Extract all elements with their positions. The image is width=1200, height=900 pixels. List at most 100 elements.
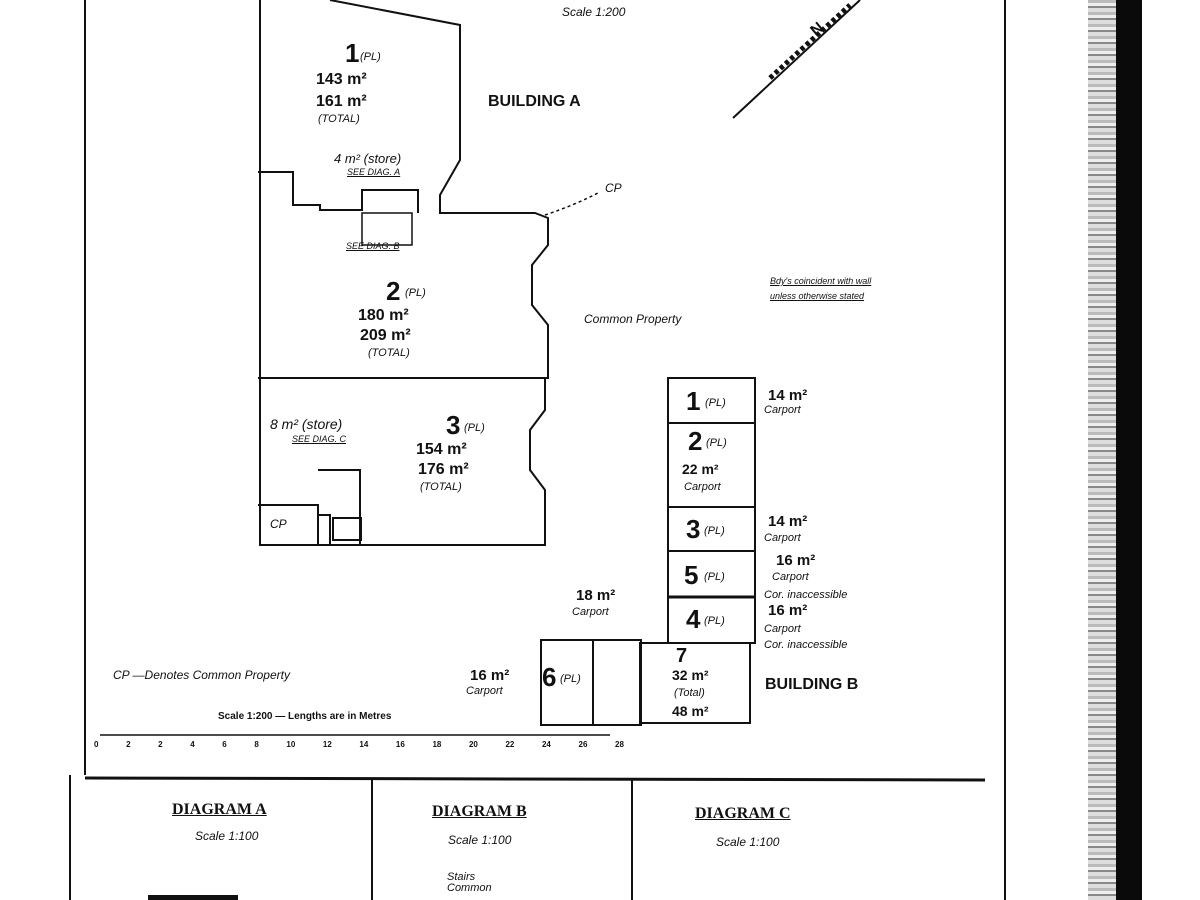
scale-tick: 8	[254, 740, 259, 749]
scale-tick: 0	[94, 740, 99, 749]
lot-area: 18 m²	[576, 587, 616, 604]
scale-tick: 18	[432, 740, 442, 749]
scale-tick: 22	[505, 740, 515, 749]
lot-number: 2	[386, 276, 401, 306]
lot-note: Cor. inaccessible	[764, 589, 848, 601]
store-c-outline	[318, 469, 361, 546]
lot-area: 22 m²	[682, 461, 719, 477]
scale-tick: 10	[286, 740, 296, 749]
lot-pl: (PL)	[706, 437, 727, 449]
diagram-c-title: DIAGRAM C	[695, 805, 791, 822]
north-arrow	[732, 0, 861, 119]
lot-area: 14 m²	[768, 387, 808, 404]
scale-tick: 6	[222, 740, 227, 749]
scale-tick: 24	[541, 740, 551, 749]
cp-corner	[258, 504, 319, 545]
scale-tick: 28	[615, 740, 624, 749]
lot-total: 209 m²	[360, 327, 411, 344]
carport-stack-outline	[667, 377, 756, 644]
lot-area: 16 m²	[776, 552, 816, 569]
lot-pl: (PL)	[464, 422, 485, 434]
scale-bar-ticks: 0 2 2 4 6 8 10 12 14 16 18 20 22 24 26 2…	[94, 740, 624, 749]
lot-type: Carport	[684, 481, 721, 493]
lot-type: Carport	[466, 685, 503, 697]
cp-box-label: CP	[270, 517, 287, 531]
lot-number: 3	[446, 410, 461, 440]
diagram-a-shape	[148, 895, 238, 900]
lot-area: 32 m²	[672, 667, 709, 683]
lot-total: 176 m²	[418, 461, 469, 478]
scale-bar-caption: Scale 1:200 — Lengths are in Metres	[218, 711, 392, 722]
lot-number: 3	[686, 514, 701, 544]
scale-tick: 2	[158, 740, 163, 749]
common-property-label: Common Property	[584, 312, 682, 326]
lot-area: 16 m²	[470, 667, 510, 684]
lot-pl: (PL)	[360, 51, 381, 63]
scale-tick: 12	[322, 740, 332, 749]
diagram-c-scale: Scale 1:100	[716, 835, 780, 849]
cp-leader	[544, 191, 601, 216]
scale-tick: 20	[468, 740, 478, 749]
diagram-b-scale: Scale 1:100	[448, 833, 512, 847]
lot-type: Carport	[764, 623, 801, 635]
lot-pl: (PL)	[705, 397, 726, 409]
lot-area: 14 m²	[768, 513, 808, 530]
diagram-b-note: Stairs Common	[447, 871, 492, 894]
lot-area: 143 m²	[316, 71, 367, 88]
building-b-label: BUILDING B	[765, 676, 859, 693]
stairs	[332, 517, 362, 541]
lot-adj-outline	[592, 639, 642, 726]
lot-number: 1	[345, 38, 360, 68]
diagram-a-title: DIAGRAM A	[172, 801, 267, 818]
lot-total-label: (TOTAL)	[318, 113, 360, 125]
scale-tick: 16	[395, 740, 405, 749]
building-a-label: BUILDING A	[488, 93, 581, 110]
lot-number: 7	[676, 645, 688, 667]
store-c-area: 8 m² (store)	[270, 416, 343, 432]
lot-pl: (PL)	[704, 525, 725, 537]
building-a-outline	[259, 0, 549, 546]
diagram-a-scale: Scale 1:100	[195, 829, 259, 843]
store-a-ref: SEE DIAG. A	[347, 167, 401, 177]
store-a-area: 4 m² (store)	[334, 151, 402, 166]
lot-area: 154 m²	[416, 441, 467, 458]
lot-number: 6	[542, 662, 557, 692]
scan-edge-bar	[1116, 0, 1142, 900]
note-line-1: Bdy's coincident with wall	[770, 276, 872, 286]
lot-type: Carport	[764, 532, 801, 544]
cp-legend: CP —Denotes Common Property	[113, 668, 290, 682]
lot-type: Carport	[764, 404, 801, 416]
lot-pl: (PL)	[560, 673, 581, 685]
store-b-outline	[361, 212, 413, 246]
lot-pl: (PL)	[704, 615, 725, 627]
lot-area: 16 m²	[768, 602, 808, 619]
store-b-ref: SEE DIAG. B	[346, 241, 400, 251]
lot-pl: (PL)	[704, 571, 725, 583]
lot-pl: (PL)	[405, 287, 426, 299]
lot-total: 161 m²	[316, 93, 367, 110]
lot-type: Carport	[572, 606, 609, 618]
lot-total-label: (Total)	[674, 687, 705, 699]
scale-tick: 4	[190, 740, 195, 749]
lot-total-label: (TOTAL)	[420, 481, 462, 493]
diagram-b-title: DIAGRAM B	[432, 803, 527, 820]
lot-area: 180 m²	[358, 307, 409, 324]
cp-arrow-label: CP	[605, 181, 622, 195]
lot-number: 1	[686, 386, 701, 416]
scan-edge-noise	[1088, 0, 1118, 900]
scale-tick: 26	[578, 740, 588, 749]
lot-number: 4	[686, 604, 701, 634]
lot-total-label: (TOTAL)	[368, 347, 410, 359]
note-line-2: unless otherwise stated	[770, 291, 865, 301]
scale-tick: 2	[126, 740, 131, 749]
lot-type: Carport	[772, 571, 809, 583]
lot-number: 5	[684, 560, 699, 590]
north-arrow-shaft	[768, 3, 852, 80]
scale-tick: 14	[359, 740, 369, 749]
lot-total: 48 m²	[672, 703, 709, 719]
lot-number: 2	[688, 426, 703, 456]
lot-note: Cor. inaccessible	[764, 639, 848, 651]
title-scale: Scale 1:200	[562, 5, 626, 19]
store-c-ref: SEE DIAG. C	[292, 434, 347, 444]
